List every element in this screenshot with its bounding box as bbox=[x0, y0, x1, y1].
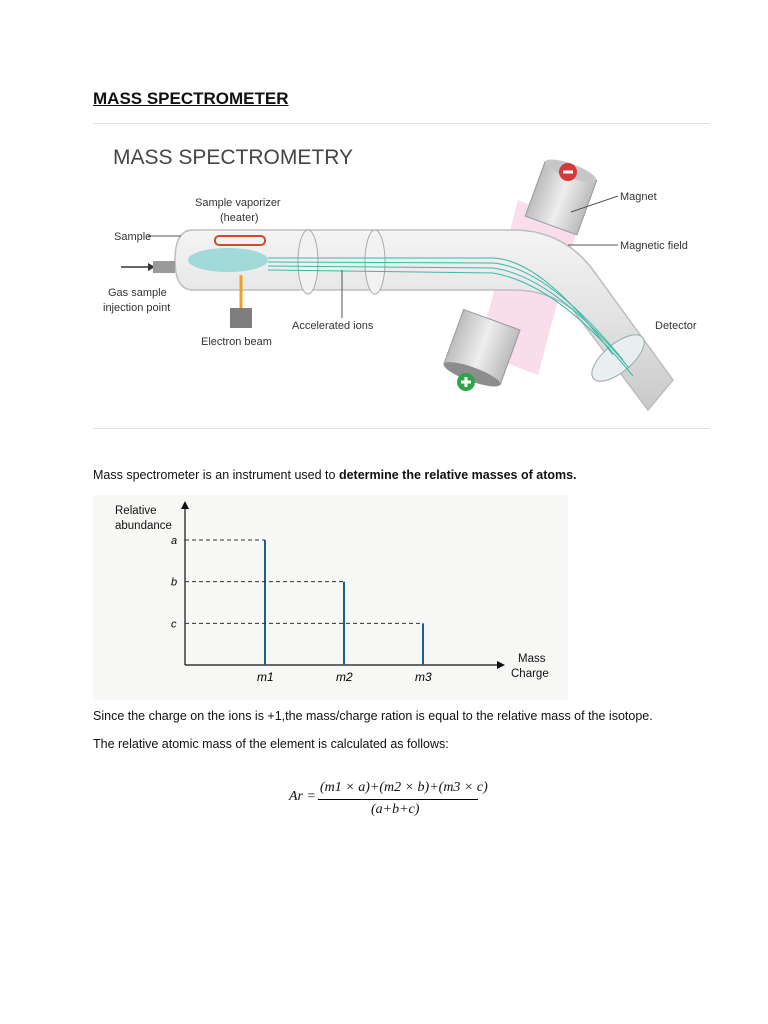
formula-numerator: (m1 × a)+(m2 × b)+(m3 × c) bbox=[320, 780, 488, 795]
leader-lines bbox=[148, 195, 619, 318]
page-title: MASS SPECTROMETER bbox=[93, 89, 289, 108]
label-accelerated-ions: Accelerated ions bbox=[292, 320, 374, 332]
y-level-label-c: c bbox=[171, 618, 177, 630]
electron-gun bbox=[230, 308, 252, 328]
divider-bottom bbox=[93, 428, 710, 429]
ion-beam bbox=[267, 257, 634, 377]
intro-text: Mass spectrometer is an instrument used … bbox=[93, 468, 339, 482]
formula-denominator: (a+b+c) bbox=[371, 802, 420, 817]
sample-cloud bbox=[188, 248, 268, 272]
x-tick-label-m1: m1 bbox=[257, 670, 274, 684]
y-axis-arrowhead bbox=[181, 501, 189, 509]
label-magnet: Magnet bbox=[620, 191, 657, 203]
label-injection-point: injection point bbox=[103, 302, 170, 314]
charge-paragraph: Since the charge on the ions is +1,the m… bbox=[93, 709, 653, 723]
y-axis-label-line1: Relative bbox=[115, 505, 157, 517]
positive-sign-v bbox=[464, 377, 468, 387]
gas-injection-arrowhead bbox=[148, 263, 155, 271]
intro-bold-text: determine the relative masses of atoms. bbox=[338, 468, 577, 482]
formula-fraction-bar bbox=[318, 799, 478, 800]
heater-coil bbox=[214, 235, 266, 246]
divider-top bbox=[93, 123, 710, 124]
label-detector: Detector bbox=[655, 320, 697, 332]
magnet-bottom bbox=[443, 308, 521, 387]
chart-svg: Relative abundance Mass Charge a m1 b m2 c m3 bbox=[115, 501, 549, 684]
label-heater: (heater) bbox=[220, 212, 259, 224]
x-tick-label-m2: m2 bbox=[336, 670, 353, 684]
label-magnetic-field: Magnetic field bbox=[620, 240, 688, 252]
label-gas-sample: Gas sample bbox=[108, 287, 167, 299]
relative-atomic-mass-formula: Ar = (m1 × a)+(m2 × b)+(m3 × c) (a+b+c) bbox=[285, 775, 505, 825]
x-axis-arrowhead bbox=[497, 661, 505, 669]
figure-heading: MASS SPECTROMETRY bbox=[113, 146, 353, 169]
x-axis-label-line1: Mass bbox=[518, 653, 546, 665]
label-sample-vaporizer: Sample vaporizer bbox=[195, 197, 281, 209]
label-electron-beam: Electron beam bbox=[201, 336, 272, 348]
y-level-label-b: b bbox=[171, 577, 177, 589]
y-axis-label-line2: abundance bbox=[115, 520, 172, 532]
negative-sign bbox=[563, 170, 573, 174]
mass-spectrum-chart: Relative abundance Mass Charge a m1 b m2 c m3 bbox=[93, 495, 568, 700]
mass-spectrometry-diagram: MASS SPECTROMETRY bbox=[103, 146, 697, 412]
calculation-paragraph: The relative atomic mass of the element … bbox=[93, 737, 449, 751]
y-level-label-a: a bbox=[171, 535, 177, 547]
label-sample: Sample bbox=[114, 231, 151, 243]
injection-nozzle bbox=[153, 261, 175, 273]
formula-lhs: Ar = bbox=[289, 789, 316, 804]
intro-paragraph: Mass spectrometer is an instrument used … bbox=[93, 468, 577, 482]
x-tick-label-m3: m3 bbox=[415, 670, 432, 684]
x-axis-label-line2: Charge bbox=[511, 668, 549, 680]
